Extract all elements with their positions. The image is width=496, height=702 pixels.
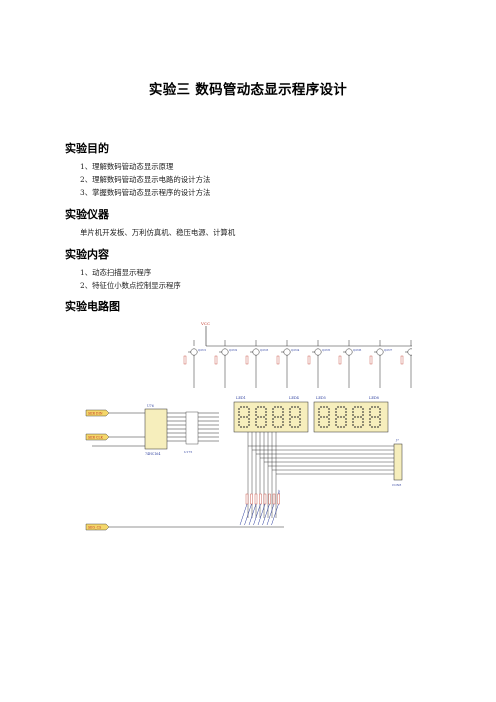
transistor-label: Q2N6 <box>353 348 362 352</box>
svg-text:LED4: LED4 <box>289 396 300 400</box>
svg-text:LED8: LED8 <box>369 396 379 400</box>
heading-content: 实验内容 <box>65 248 109 261</box>
svg-text:SEG_CS: SEG_CS <box>88 526 101 530</box>
purpose-item: 1、理解数码管动态显示原理 <box>80 162 174 171</box>
connector-con8 <box>393 443 403 481</box>
svg-text:LED5: LED5 <box>316 396 326 400</box>
transistor: Q2N1 <box>183 340 207 365</box>
svg-text:LED1: LED1 <box>236 396 246 400</box>
svg-text:74HC164: 74HC164 <box>145 452 160 456</box>
circuit-diagram: VCC Q2N1 Q2N2 Q2N3 Q2N4 Q2N5 Q2N6 Q2N7 Q2N8 LED… <box>84 318 412 532</box>
resistor-pack <box>239 493 280 526</box>
page-title: 实验三 数码管动态显示程序设计 <box>148 82 348 98</box>
display-left: LED1 LED4 <box>233 396 309 433</box>
transistor-label: Q2N2 <box>229 348 238 352</box>
svg-text:RP: RP <box>277 490 281 494</box>
heading-purpose: 实验目的 <box>65 142 109 155</box>
ic-74hc164 <box>144 408 168 450</box>
transistor: Q2N6 <box>338 340 362 365</box>
transistor-label: Q2N7 <box>384 348 393 352</box>
svg-text:SER DIN: SER DIN <box>88 412 103 416</box>
purpose-item: 2、理解数码管动态显示电路的设计方法 <box>80 175 211 184</box>
display-right: LED5 LED8 <box>313 396 389 433</box>
transistor: Q2N8 <box>400 340 412 365</box>
svg-text:U76: U76 <box>147 404 154 408</box>
content-item: 1、动态扫描显示程序 <box>80 268 152 277</box>
transistor-label: Q2N4 <box>291 348 300 352</box>
transistor: Q2N3 <box>245 340 269 365</box>
transistor-label: Q2N5 <box>322 348 331 352</box>
purpose-item: 3、掌握数码管动态显示程序的设计方法 <box>80 188 211 197</box>
heading-circuit: 实验电路图 <box>65 300 120 313</box>
transistor-label: Q2N3 <box>260 348 269 352</box>
svg-text:U175: U175 <box>184 450 192 454</box>
instruments-text: 单片机开发板、万利仿真机、稳压电源、计算机 <box>80 228 236 237</box>
transistor-label: Q2N1 <box>198 348 207 352</box>
svg-text:CON8: CON8 <box>392 483 401 487</box>
svg-text:J?: J? <box>395 438 399 442</box>
vcc-label: VCC <box>200 321 210 326</box>
heading-instruments: 实验仪器 <box>65 208 109 221</box>
svg-text:SER CLK: SER CLK <box>88 436 103 440</box>
content-item: 2、特征位小数点控制显示程序 <box>80 281 181 290</box>
